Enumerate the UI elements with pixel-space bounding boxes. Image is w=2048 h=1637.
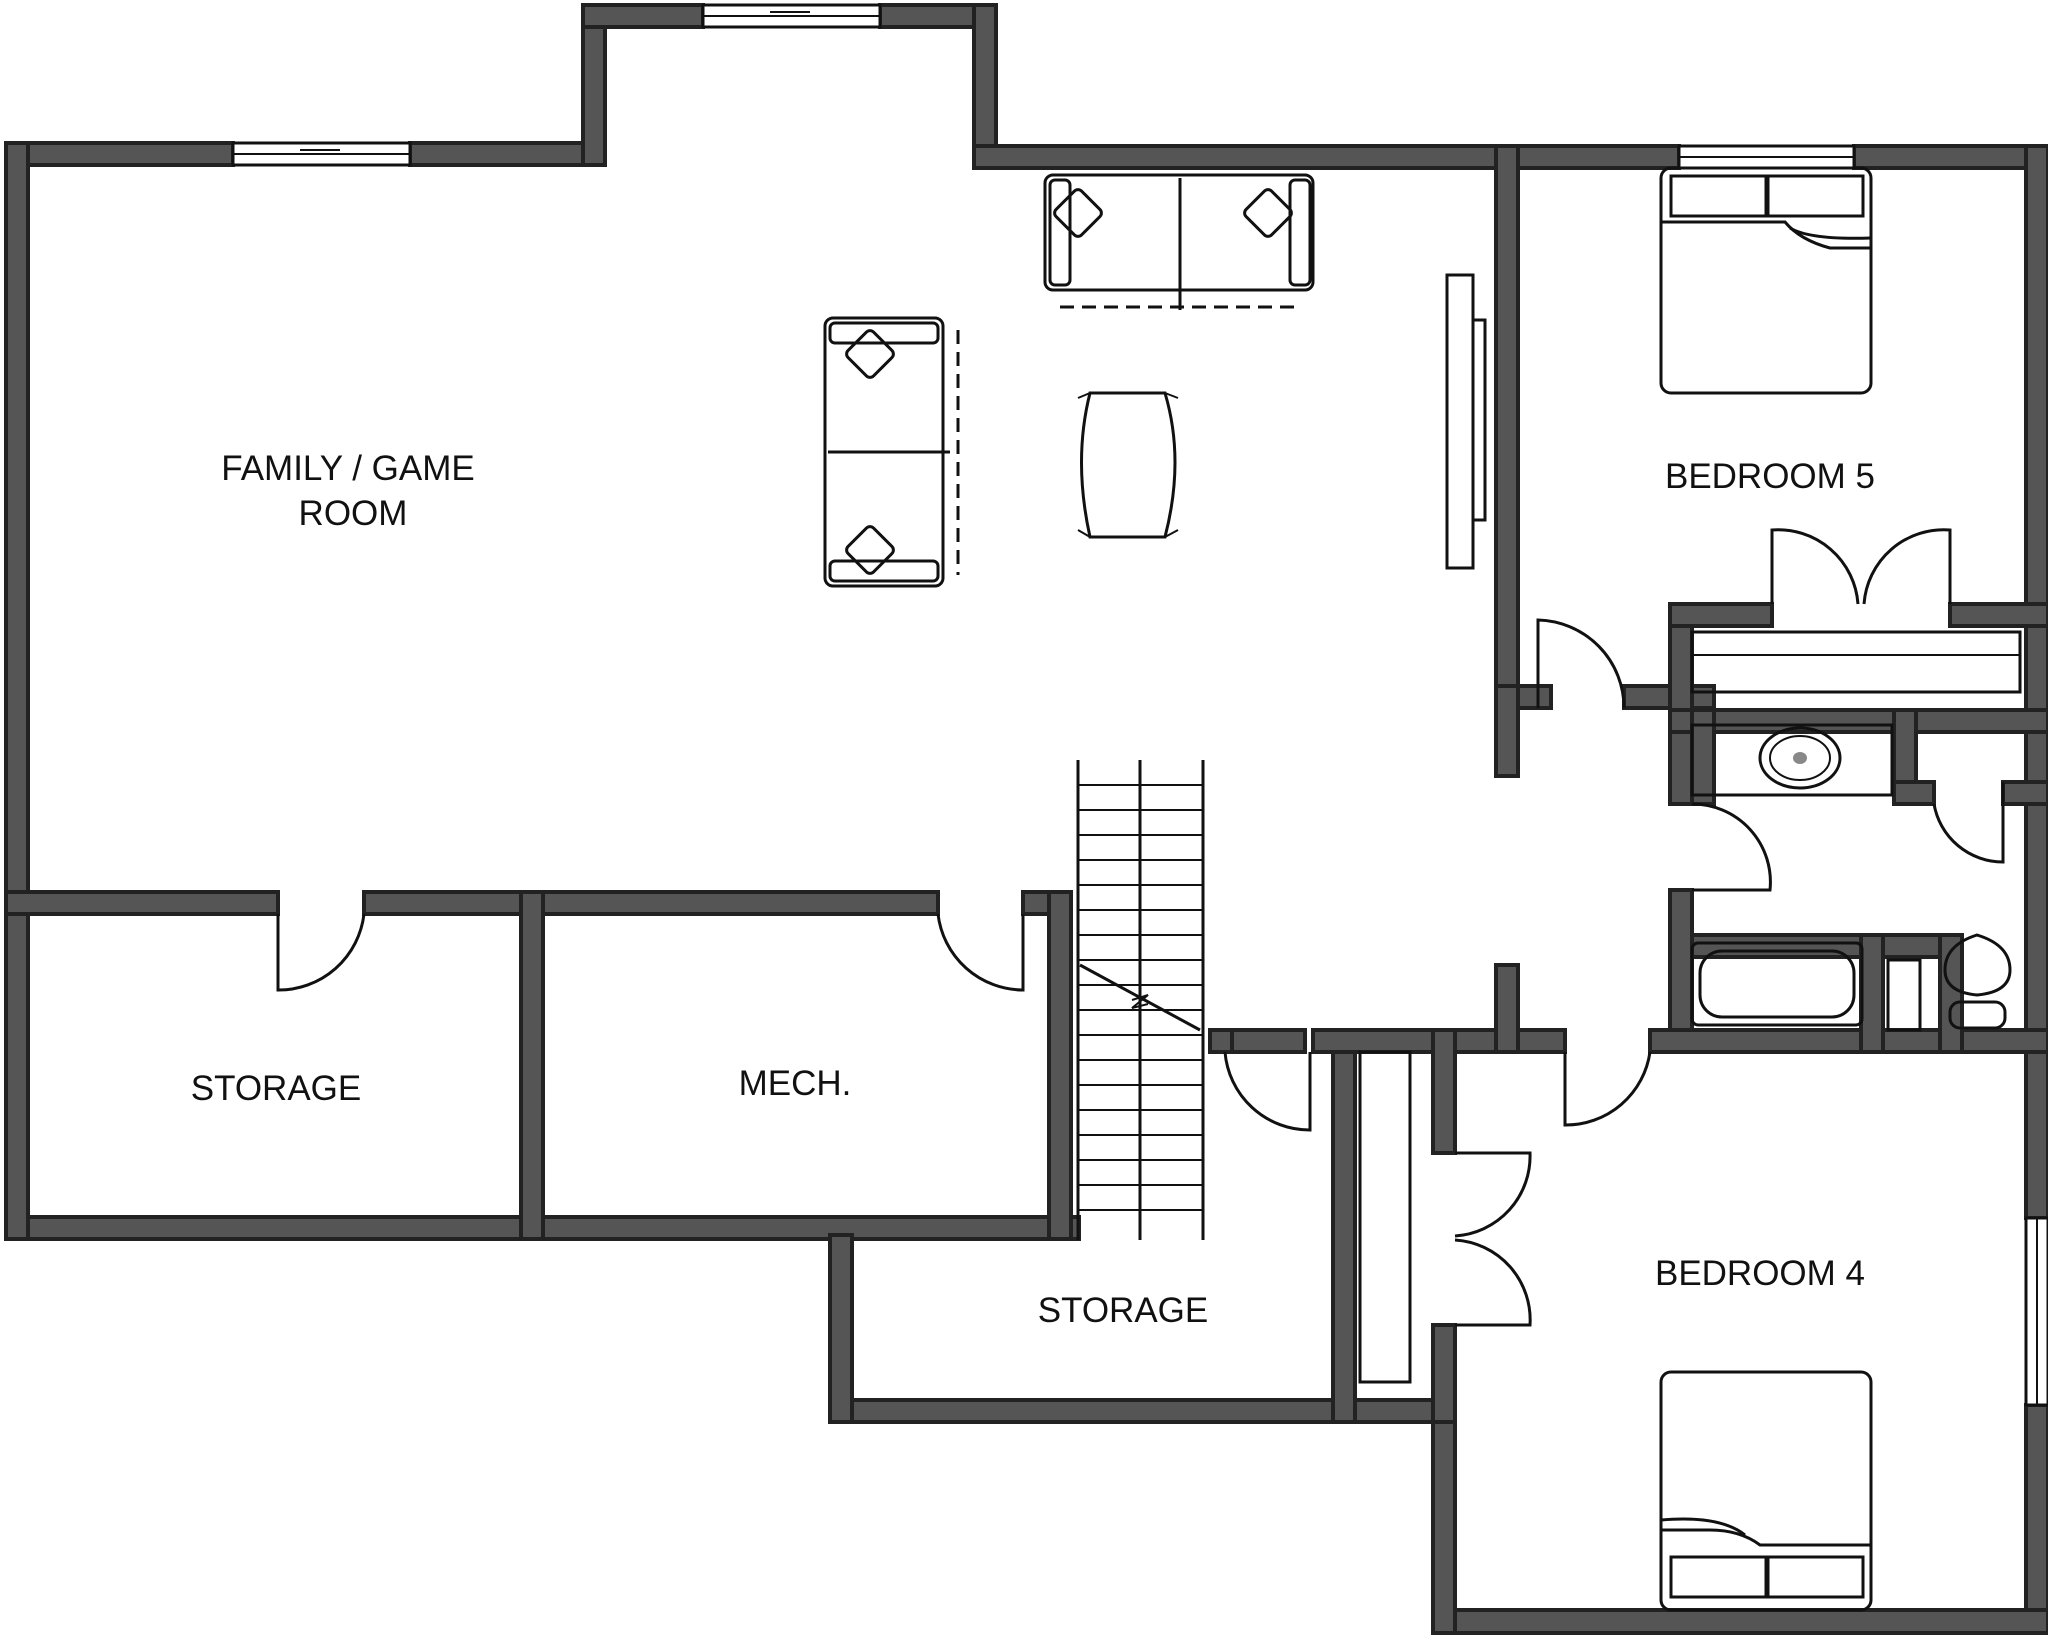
- windows: [231, 3, 2048, 1407]
- label-family-line1: FAMILY / GAME: [221, 449, 475, 488]
- exterior-walls: [4, 3, 2048, 1635]
- bed-5: [1659, 166, 1873, 395]
- sofa-top: [1043, 173, 1315, 310]
- label-bedroom4: BEDROOM 4: [1655, 1254, 1865, 1293]
- closet-rod-4: [1358, 1050, 1412, 1384]
- label-mech: MECH.: [739, 1064, 852, 1103]
- room-labels: FAMILY / GAME ROOM BEDROOM 5 BEDROOM 4 S…: [191, 449, 1875, 1330]
- bed-4: [1659, 1370, 1873, 1612]
- label-bedroom5: BEDROOM 5: [1665, 457, 1875, 496]
- label-storage-left: STORAGE: [191, 1069, 362, 1108]
- closet-rod-5: [1690, 630, 2022, 694]
- label-storage-bottom: STORAGE: [1038, 1291, 1209, 1330]
- sofa-left: [823, 316, 960, 588]
- interior-walls: [4, 144, 2048, 1424]
- tv-console: [1445, 273, 1487, 570]
- coffee-table: [1077, 391, 1179, 539]
- label-family-line2: ROOM: [299, 494, 408, 533]
- doors: [276, 528, 2005, 1327]
- bathroom-fixtures: [1690, 723, 2012, 1032]
- stairs: [1076, 760, 1205, 1240]
